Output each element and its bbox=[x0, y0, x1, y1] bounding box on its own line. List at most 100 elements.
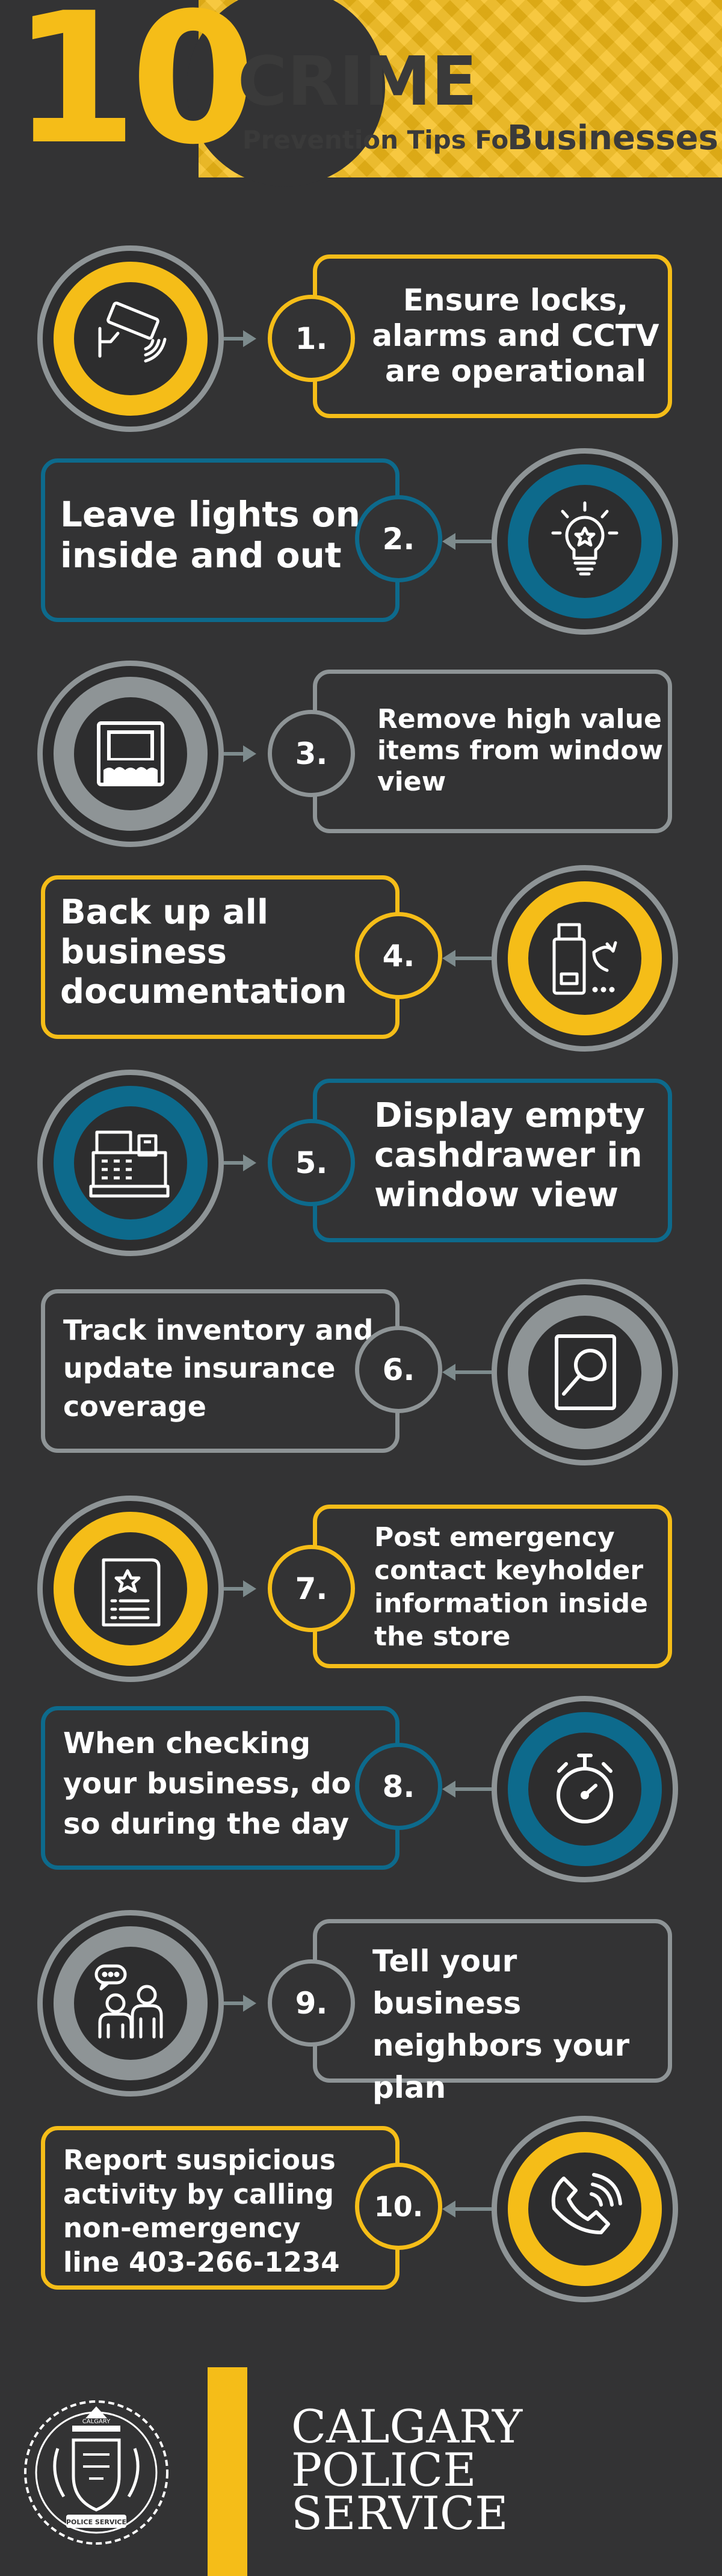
tip-8-line: When checking bbox=[63, 1727, 311, 1760]
tip-10-line: Report suspicious bbox=[63, 2144, 336, 2176]
crest-banner-text: POLICE SERVICE bbox=[66, 2518, 126, 2526]
tip-2-arrowhead bbox=[442, 533, 455, 550]
cctv-camera-icon bbox=[98, 301, 167, 363]
footer-org-line: SERVICE bbox=[291, 2486, 508, 2541]
tip-8-line: so during the day bbox=[63, 1807, 350, 1841]
tip-5-icon-circle bbox=[37, 1070, 224, 1256]
header-banner: 10 CRIME Prevention Tips For Businesses bbox=[0, 0, 722, 186]
tip-10-icon-circle bbox=[492, 2116, 678, 2302]
tip-5-box: Display empty cashdrawer in window view bbox=[313, 1079, 672, 1242]
header-subtitle-prefix: Prevention Tips For bbox=[242, 125, 521, 155]
tip-4-arrowhead bbox=[442, 950, 455, 967]
footer-org-line: CALGARY bbox=[291, 2400, 523, 2453]
tip-7-line: contact keyholder bbox=[374, 1555, 644, 1586]
tip-6-connector bbox=[454, 1370, 492, 1374]
tip-2-icon-circle bbox=[492, 448, 678, 635]
certificate-notice-icon bbox=[102, 1558, 161, 1627]
tip-6-line: coverage bbox=[63, 1390, 206, 1423]
footer-organization-name: CALGARY POLICE SERVICE bbox=[291, 2400, 523, 2541]
tip-1-line: are operational bbox=[384, 354, 647, 389]
tip-3-line: view bbox=[377, 766, 446, 797]
people-talking-icon bbox=[94, 1964, 163, 2039]
tip-10-line: activity by calling bbox=[63, 2178, 335, 2210]
tip-9-box: Tell your business neighbors your plan bbox=[313, 1919, 672, 2105]
tip-7-connector bbox=[224, 1587, 247, 1591]
tip-5-number-badge: 5. bbox=[268, 1119, 355, 1206]
tip-7-line: Post emergency bbox=[374, 1522, 615, 1553]
tip-1-box: Ensure locks, alarms and CCTV are operat… bbox=[313, 254, 672, 418]
tip-9-number-badge: 9. bbox=[268, 1959, 355, 2047]
phone-ringing-icon bbox=[551, 2173, 622, 2234]
police-crest-logo: POLICE SERVICE CALGARY bbox=[24, 2400, 168, 2545]
tip-10-connector bbox=[454, 2207, 492, 2211]
tip-8-number-badge: 8. bbox=[355, 1743, 442, 1830]
tip-4-connector bbox=[454, 957, 492, 960]
tip-8-arrowhead bbox=[442, 1781, 455, 1798]
tip-2-connector bbox=[454, 540, 492, 543]
tip-10-line: non-emergency bbox=[63, 2212, 301, 2245]
header-subtitle-emphasis: Businesses bbox=[507, 119, 718, 158]
tip-2-line: Leave lights on bbox=[60, 494, 360, 535]
tip-7-line: information inside bbox=[374, 1588, 649, 1619]
tip-9-connector bbox=[224, 2001, 247, 2005]
tip-4-icon-circle bbox=[492, 865, 678, 1052]
tip-8-box: When checking your business, do so durin… bbox=[41, 1706, 400, 1870]
tip-1-icon-circle bbox=[37, 245, 224, 432]
tip-6-number-badge: 6. bbox=[355, 1326, 442, 1413]
tip-6-icon-circle bbox=[492, 1279, 678, 1465]
tip-4-line: business bbox=[60, 932, 227, 972]
magnifier-document-icon bbox=[555, 1334, 616, 1410]
light-bulb-icon bbox=[551, 501, 619, 576]
stopwatch-icon bbox=[557, 1754, 613, 1823]
tip-7-icon-circle bbox=[37, 1496, 224, 1682]
tip-1-connector bbox=[224, 337, 247, 340]
tip-9-line: plan bbox=[372, 2070, 446, 2105]
tip-6-arrowhead bbox=[442, 1364, 455, 1381]
tip-10-line: line 403-266-1234 bbox=[63, 2246, 340, 2279]
tip-9-line: neighbors your bbox=[372, 2028, 630, 2063]
tip-3-arrowhead bbox=[243, 745, 256, 762]
tip-7-line: the store bbox=[374, 1621, 511, 1652]
tip-2-line: inside and out bbox=[60, 535, 342, 576]
tip-2-box: Leave lights on inside and out bbox=[41, 458, 400, 622]
tip-5-line: Display empty bbox=[374, 1096, 646, 1135]
header-circle-cutout bbox=[187, 0, 385, 186]
tip-1-number-badge: 1. bbox=[268, 295, 355, 382]
footer-org-line: POLICE bbox=[291, 2443, 477, 2497]
tip-4-number-badge: 4. bbox=[355, 912, 442, 999]
tip-1-line: alarms and CCTV bbox=[372, 318, 659, 353]
tip-1-arrowhead bbox=[243, 330, 256, 347]
tip-4-box: Back up all business documentation bbox=[41, 875, 400, 1039]
tip-5-line: window view bbox=[374, 1176, 619, 1215]
tip-9-icon-circle bbox=[37, 1910, 224, 2097]
tip-4-line: documentation bbox=[60, 972, 347, 1012]
tip-3-icon-circle bbox=[37, 661, 224, 847]
tip-5-connector bbox=[224, 1161, 247, 1165]
tip-3-box: Remove high value items from window view bbox=[313, 670, 672, 833]
cash-register-icon bbox=[89, 1130, 170, 1198]
tip-8-line: your business, do bbox=[63, 1767, 351, 1801]
tip-9-arrowhead bbox=[243, 1995, 256, 2012]
tip-3-line: items from window bbox=[377, 735, 663, 766]
tip-3-line: Remove high value bbox=[377, 704, 662, 735]
tip-7-arrowhead bbox=[243, 1580, 256, 1597]
crest-top-text: CALGARY bbox=[82, 2418, 111, 2425]
tip-6-box: Track inventory and update insurance cov… bbox=[41, 1289, 400, 1453]
usb-backup-icon bbox=[552, 923, 617, 995]
tip-1-line: Ensure locks, bbox=[403, 283, 629, 318]
tip-10-number-badge: 10. bbox=[355, 2163, 442, 2250]
tip-6-line: update insurance bbox=[63, 1352, 336, 1385]
tip-10-arrowhead bbox=[442, 2201, 455, 2217]
tip-7-box: Post emergency contact keyholder informa… bbox=[313, 1505, 672, 1668]
tip-6-line: Track inventory and bbox=[63, 1314, 374, 1346]
tip-4-line: Back up all bbox=[60, 893, 269, 932]
tip-8-icon-circle bbox=[492, 1696, 678, 1882]
footer-accent-bar bbox=[208, 2367, 247, 2576]
tip-5-line: cashdrawer in bbox=[374, 1136, 643, 1176]
tip-7-number-badge: 7. bbox=[268, 1545, 355, 1632]
shop-window-icon bbox=[97, 721, 164, 786]
tip-10-box: Report suspicious activity by calling no… bbox=[41, 2126, 400, 2290]
tip-3-number-badge: 3. bbox=[268, 710, 355, 797]
tip-9-line: Tell your business bbox=[372, 1944, 522, 2021]
tip-2-number-badge: 2. bbox=[355, 495, 442, 582]
